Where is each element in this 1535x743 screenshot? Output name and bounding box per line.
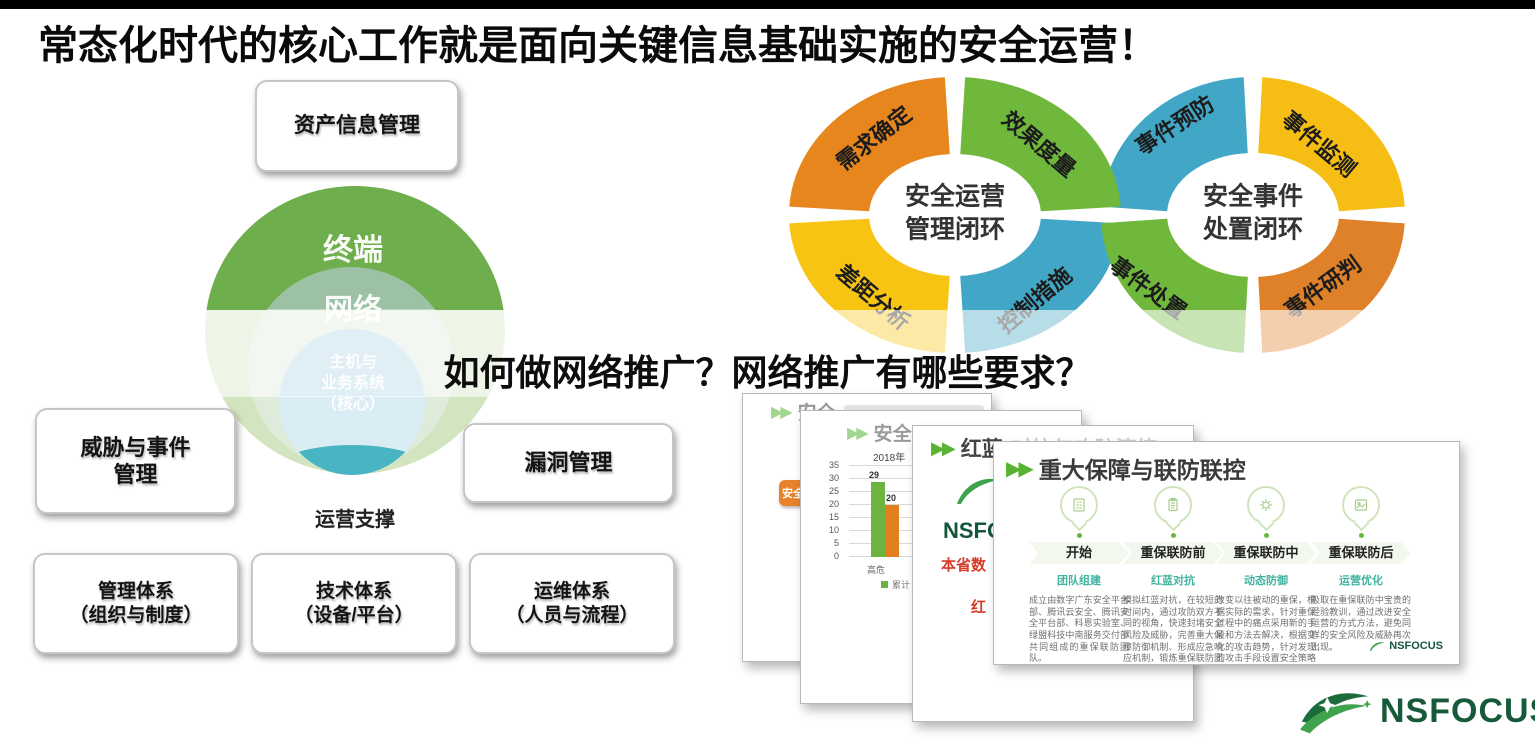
card4-title: 重大保障与联防联控 bbox=[1038, 457, 1246, 483]
stage-desc: 吸取在重保联防中宝贵的经验教训，通过改进安全运营的方式方法，避免同样的安全风险及… bbox=[1311, 595, 1411, 652]
card2-title: 安全 bbox=[873, 424, 912, 445]
ring-label-terminal: 终端 bbox=[323, 234, 383, 267]
nsfocus-swoosh-icon bbox=[1369, 642, 1385, 651]
overlay-headline: 如何做网络推广？网络推广有哪些要求？ bbox=[443, 352, 1092, 393]
nsfocus-logo: NSFOCUS bbox=[1298, 686, 1535, 736]
x-category: 高危 bbox=[867, 565, 886, 575]
stage-tag: 红蓝对抗 bbox=[1151, 575, 1195, 587]
mgmt-system-box: 管理体系 （组织与制度） bbox=[33, 553, 239, 654]
chevrons-icon: ▶▶ bbox=[1006, 457, 1034, 480]
chevrons-icon: ▶▶ bbox=[931, 437, 956, 458]
ops-system-box: 运维体系 （人员与流程） bbox=[469, 553, 675, 654]
ytick: 10 bbox=[828, 525, 839, 535]
asset-info-box: 资产信息管理 bbox=[255, 80, 459, 172]
asset-info-label: 资产信息管理 bbox=[294, 113, 420, 137]
card3-title: 红蓝 bbox=[960, 438, 1003, 461]
stage-during: 重保联防中 动态防御 改变以往被动的重保，根据实际的需求，针对重保过程中的痛点采… bbox=[1216, 486, 1316, 664]
seg-label-prevent: 事件预防 bbox=[1131, 90, 1219, 160]
pin-dot bbox=[1358, 533, 1364, 538]
seg-label-effect: 效果度量 bbox=[997, 106, 1081, 183]
vuln-mgmt-box: 漏洞管理 bbox=[463, 423, 674, 503]
stage-start: 开始 团队组建 成立由数字广东安全平台部、腾讯云安全、腾讯安全平台部、科恩实验室… bbox=[1029, 486, 1129, 664]
chevrons-icon: ▶▶ bbox=[847, 424, 869, 442]
star-icon bbox=[1362, 700, 1372, 709]
slide-card-4: ▶▶ 重大保障与联防联控 开始 团队组建 成立由数字广东安全平台部、腾讯云安全、… bbox=[993, 441, 1460, 665]
ytick: 15 bbox=[828, 512, 839, 522]
core-accent-crescent bbox=[279, 445, 425, 475]
threat-event-box: 威胁与事件 管理 bbox=[35, 408, 236, 514]
chevrons-icon: ▶▶ bbox=[771, 403, 793, 421]
pin-dot bbox=[1263, 533, 1269, 538]
incident-cycle-center: 安全事件 处置闭环 bbox=[1202, 182, 1304, 244]
card-footer-logo: NSFOCUS bbox=[1369, 640, 1443, 652]
stage-tag: 动态防御 bbox=[1244, 575, 1288, 587]
pin-dot bbox=[1076, 533, 1082, 538]
page-title: 常态化时代的核心工作就是面向关键信息基础实施的安全运营！ bbox=[38, 24, 1158, 68]
red-text-1: 本省数 bbox=[941, 557, 987, 574]
support-label: 运营支撑 bbox=[315, 509, 395, 531]
ytick: 30 bbox=[828, 473, 839, 483]
nsfocus-swoosh-icon bbox=[957, 478, 999, 504]
top-bar bbox=[0, 0, 1535, 9]
star-icon bbox=[1318, 697, 1336, 713]
seg-label-demand: 需求确定 bbox=[831, 101, 917, 176]
nsfocus-swoosh-icon bbox=[1299, 693, 1372, 734]
ytick: 0 bbox=[833, 551, 839, 561]
stage-desc: 模拟红蓝对抗，在较短的时间内，通过攻防双方不同的视角，快速封堵安全风险及威胁，完… bbox=[1123, 595, 1223, 664]
stage-after: 重保联防后 运营优化 吸取在重保联防中宝贵的经验教训，通过改进安全运营的方式方法… bbox=[1311, 486, 1411, 653]
stage-banner: 重保联防前 bbox=[1123, 542, 1223, 564]
tech-system-box: 技术体系 （设备/平台） bbox=[251, 553, 457, 654]
pin-dot bbox=[1170, 533, 1176, 538]
stage-before: 重保联防前 红蓝对抗 模拟红蓝对抗，在较短的时间内，通过攻防双方不同的视角，快速… bbox=[1123, 486, 1223, 664]
ytick: 35 bbox=[828, 460, 839, 470]
bar-value: 29 bbox=[869, 470, 880, 480]
stage-banner: 开始 bbox=[1029, 542, 1129, 564]
stage-banner: 重保联防后 bbox=[1311, 542, 1411, 564]
legend-swatch bbox=[881, 581, 888, 588]
bar-value: 20 bbox=[886, 493, 897, 503]
ytick: 20 bbox=[828, 499, 839, 509]
stage-desc: 改变以往被动的重保，根据实际的需求，针对重保过程中的痛点采用新的手段和方法去解决… bbox=[1216, 595, 1316, 664]
chart-icon bbox=[1342, 486, 1380, 524]
bar-green bbox=[871, 482, 885, 557]
nsfocus-wordmark: NSFOCUS bbox=[1380, 691, 1535, 730]
stage-desc: 成立由数字广东安全平台部、腾讯云安全、腾讯安全平台部、科恩实验室、绿盟科技中南服… bbox=[1029, 595, 1129, 664]
red-text-2: 红 bbox=[971, 599, 987, 616]
ytick: 5 bbox=[833, 538, 839, 548]
bar-orange bbox=[885, 505, 899, 557]
ops-cycle-center: 安全运营 管理闭环 bbox=[904, 182, 1006, 244]
seg-label-monitor: 事件监测 bbox=[1277, 106, 1361, 183]
stage-tag: 运营优化 bbox=[1339, 575, 1383, 587]
chart-legend: 累计 bbox=[881, 578, 910, 591]
mini-chart-title: 2018年 bbox=[873, 453, 906, 464]
ytick: 25 bbox=[828, 486, 839, 496]
stage-banner: 重保联防中 bbox=[1216, 542, 1316, 564]
stage-tag: 团队组建 bbox=[1057, 575, 1101, 587]
